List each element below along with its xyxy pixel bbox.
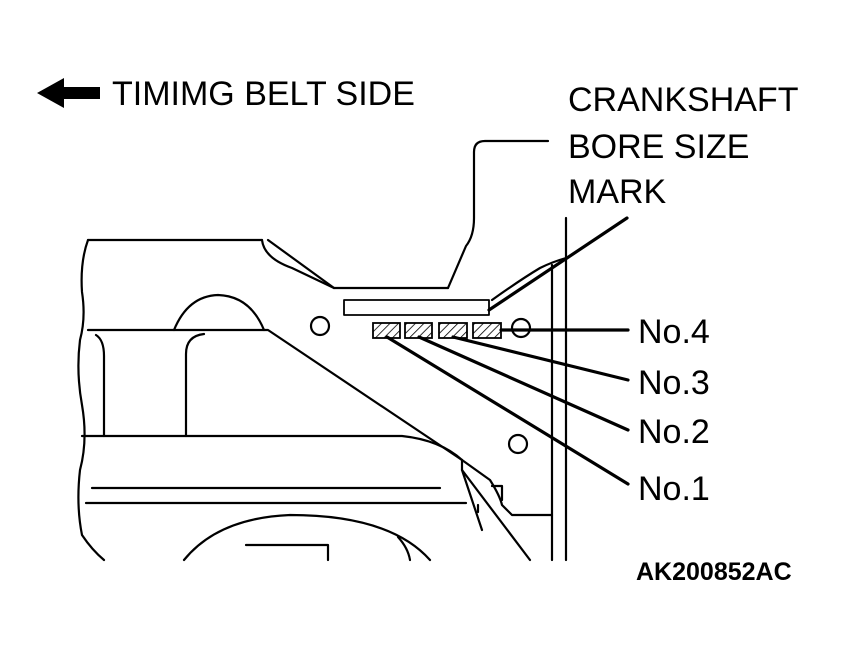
engine-block-outline: [77, 139, 568, 562]
leader-mark: [487, 216, 629, 312]
leader-no2: [417, 335, 630, 432]
label-no1: No.1: [638, 470, 710, 508]
leader-lines: [385, 216, 630, 486]
mark-label-line-1: CRANKSHAFT: [568, 81, 798, 119]
timing-belt-side-label: TIMIMG BELT SIDE: [112, 75, 415, 113]
timing-belt-side-arrow-icon: [37, 78, 100, 108]
bolt-hole-lower: [507, 433, 529, 455]
label-no4: No.4: [638, 313, 710, 351]
bore-size-mark-bar: [343, 299, 490, 316]
label-no3: No.3: [638, 364, 710, 402]
journal-mark-no4: [472, 322, 502, 339]
journal-marks: [372, 322, 502, 339]
bolt-hole-right: [510, 317, 532, 339]
mark-label-line-2: BORE SIZE: [568, 128, 749, 166]
figure-id: AK200852AC: [636, 558, 792, 586]
bolt-hole-left: [309, 315, 331, 337]
mark-label-line-3: MARK: [568, 173, 667, 211]
leader-no1: [385, 335, 630, 486]
leader-no3: [451, 335, 630, 382]
label-no2: No.2: [638, 413, 710, 451]
